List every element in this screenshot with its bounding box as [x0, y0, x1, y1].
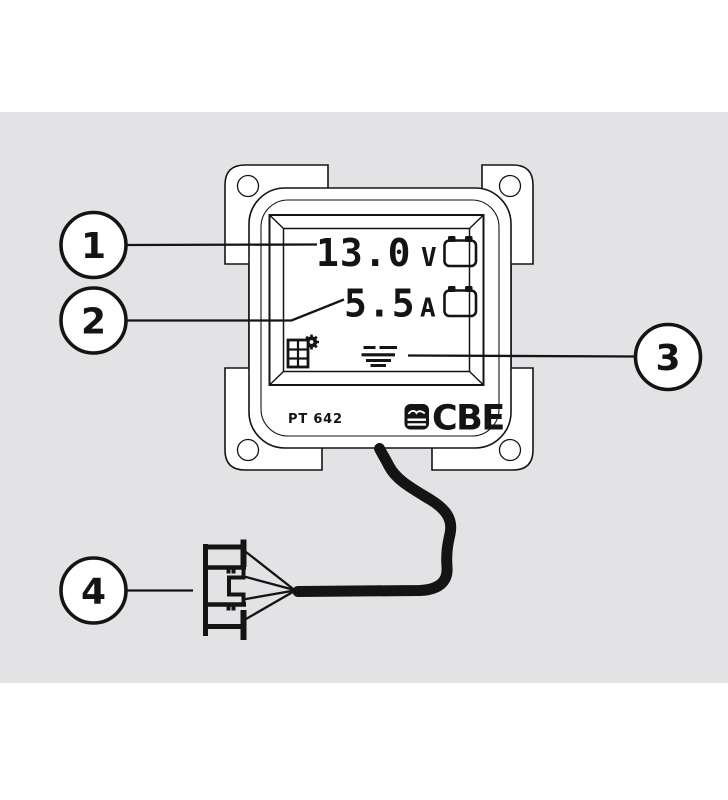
model-label: PT 642: [288, 412, 343, 427]
gear-hole: [309, 340, 314, 344]
screw-hole: [236, 174, 260, 198]
callout-line-2: [126, 298, 345, 322]
connector-pin: [226, 569, 231, 574]
screw-hole: [236, 438, 260, 462]
solar-panel-icon: [286, 334, 319, 369]
connector-pin: [226, 606, 231, 611]
wiring-connector-icon: [203, 539, 296, 640]
current-value: 5.5: [344, 282, 416, 326]
connector-pin: [231, 569, 236, 574]
callout-number: 2: [81, 302, 106, 343]
brand-label: CBE: [432, 399, 504, 439]
battery-icon: [443, 236, 478, 268]
connector-pin: [231, 606, 236, 611]
callout-lines: [125, 243, 636, 592]
screw-hole: [498, 174, 522, 198]
front-panel-inner-contour: [260, 199, 500, 437]
solar-panel-grid: [288, 340, 308, 367]
screw-hole: [498, 438, 522, 462]
callout-circle: [59, 210, 128, 280]
voltage-unit: V: [421, 243, 437, 273]
cbe-emblem-wave: [407, 423, 426, 426]
connector-keying-notch: [227, 567, 246, 605]
connection-cable: [292, 443, 457, 597]
battery-icon: [443, 286, 478, 318]
display-bezel-corner-lines: [269, 214, 484, 386]
callout-line-3: [407, 354, 636, 358]
callout-number: 1: [81, 226, 106, 267]
lcd-display: 13.0 V 5.5 A: [268, 214, 485, 386]
callout-number: 4: [81, 572, 106, 613]
callout-circle: [59, 556, 128, 625]
ground-symbol-icon: [361, 346, 397, 367]
callout-line-1: [125, 243, 318, 247]
device-branding: PT 642 CBE: [288, 399, 505, 439]
cbe-emblem: [404, 404, 429, 430]
callout-1: 1: [59, 210, 128, 280]
display-screen: [282, 227, 471, 373]
battery-body: [443, 289, 478, 318]
callout-circle: [633, 322, 703, 392]
connector-wires: [244, 550, 296, 621]
cbe-bird-icon: [407, 409, 426, 415]
voltage-value: 13.0: [316, 231, 412, 275]
callout-3: 3: [633, 322, 703, 392]
callout-2: 2: [59, 286, 128, 355]
display-content: 13.0 V 5.5 A: [286, 231, 478, 369]
callout-4: 4: [59, 556, 128, 625]
cbe-emblem-wave: [407, 418, 426, 421]
callout-circle: [59, 286, 128, 355]
battery-body: [443, 239, 478, 268]
callout-number: 3: [655, 338, 680, 379]
current-unit: A: [420, 294, 436, 324]
cbe-logo: CBE: [404, 399, 505, 439]
